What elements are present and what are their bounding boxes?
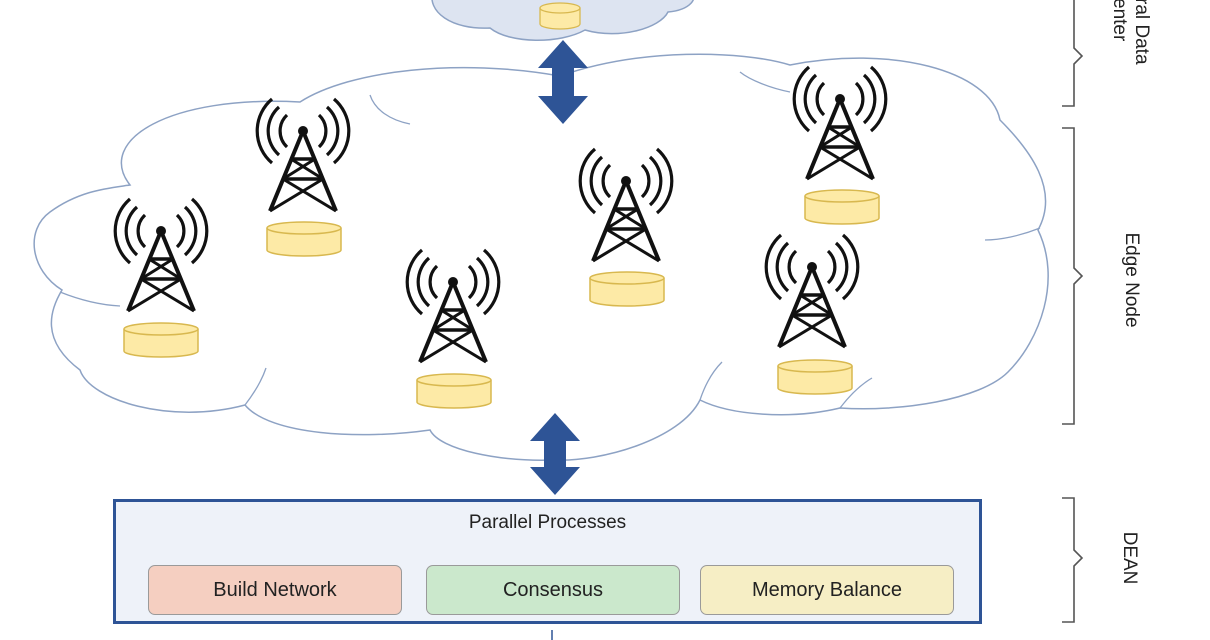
consensus-box: Consensus <box>426 565 680 615</box>
curly-bracket-icon <box>1062 0 1084 107</box>
cloud-inner-arcs <box>59 71 1041 409</box>
curly-bracket-icon <box>1062 127 1084 425</box>
database-icon <box>266 221 342 257</box>
database-icon <box>589 271 665 307</box>
dean-label: DEAN <box>1119 531 1140 585</box>
central-data-center-label: ral Data enter <box>1109 0 1152 65</box>
memory-balance-box: Memory Balance <box>700 565 954 615</box>
double-arrow-icon <box>538 40 588 124</box>
database-icon <box>539 2 581 30</box>
database-icon <box>777 359 853 395</box>
edge-node-label: Edge Node <box>1121 232 1142 328</box>
database-icon <box>804 189 880 225</box>
central-cloud <box>431 0 694 41</box>
database-icon <box>416 373 492 409</box>
edge-cloud <box>33 53 1049 461</box>
curly-bracket-icon <box>1062 497 1084 623</box>
database-icon <box>123 322 199 358</box>
parallel-processes-panel: Parallel Processes Build Network Consens… <box>113 499 982 624</box>
build-network-box: Build Network <box>148 565 402 615</box>
panel-title: Parallel Processes <box>468 512 627 533</box>
double-arrow-icon <box>530 413 580 495</box>
